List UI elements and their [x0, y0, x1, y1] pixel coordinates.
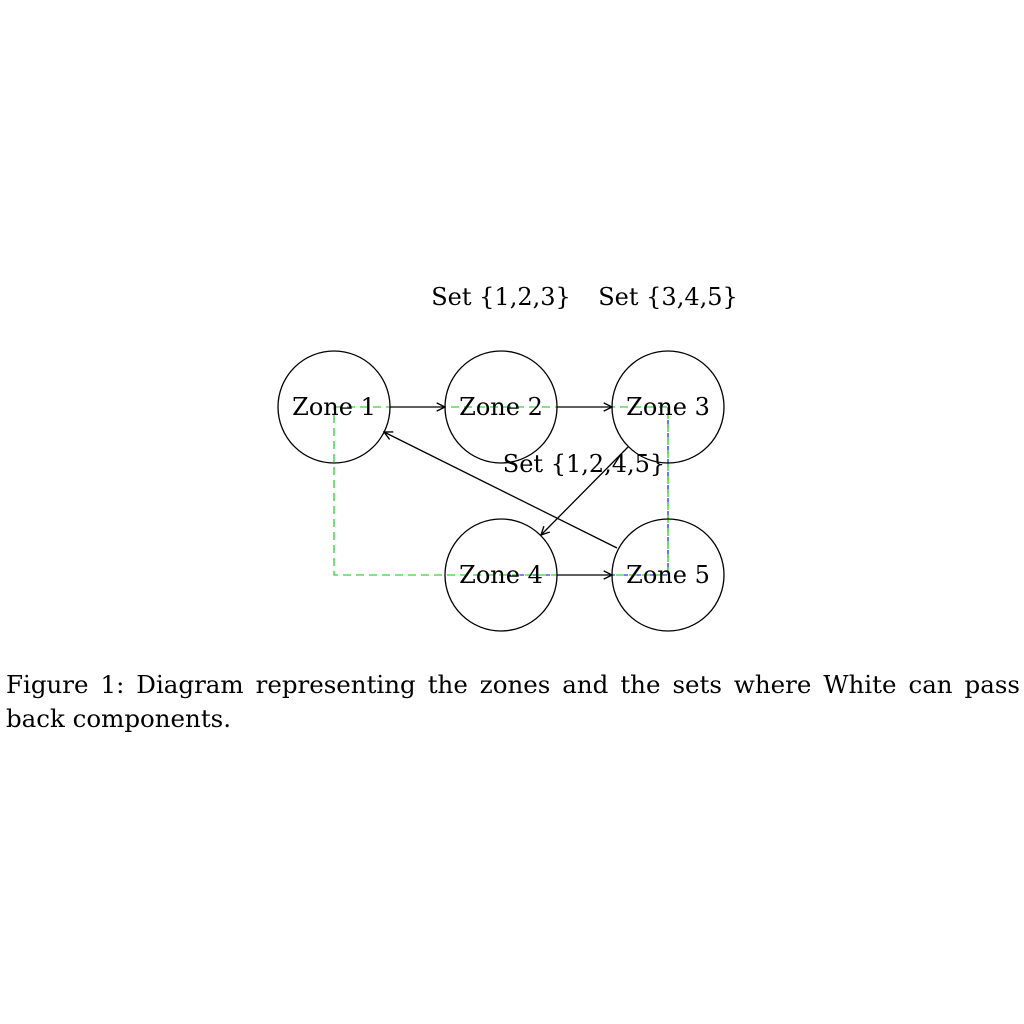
zone-4-label: Zone 4	[459, 561, 543, 589]
set-3-4-5-label: Set {3,4,5}	[598, 283, 738, 311]
set-1-2-3-label: Set {1,2,3}	[431, 283, 571, 311]
arrow-zone-5-to-zone-1	[384, 432, 618, 549]
zone-1-label: Zone 1	[292, 393, 376, 421]
zone-2-label: Zone 2	[459, 393, 543, 421]
arrow-zone-3-to-zone-4	[541, 446, 629, 535]
zone-3-label: Zone 3	[626, 393, 710, 421]
set-1-2-4-5-label: Set {1,2,4,5}	[503, 450, 665, 478]
figure-caption: Figure 1: Diagram representing the zones…	[6, 670, 1020, 733]
zone-5-label: Zone 5	[626, 561, 710, 589]
